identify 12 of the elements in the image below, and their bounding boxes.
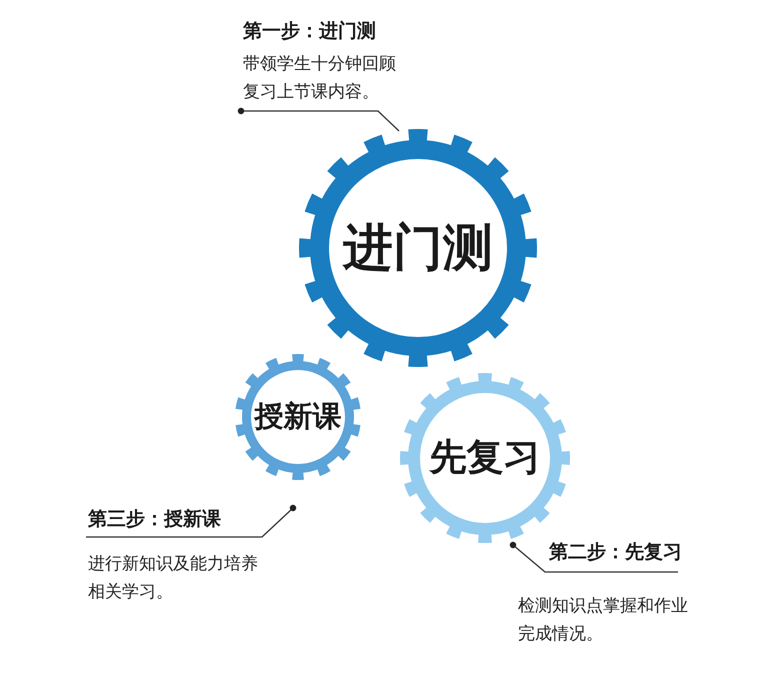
gear-label: 授新课 xyxy=(252,401,342,433)
step-heading: 第三步：授新课 xyxy=(88,508,221,531)
step-heading: 第二步：先复习 xyxy=(549,541,682,564)
leader-line xyxy=(510,542,678,573)
leader-line xyxy=(86,504,296,538)
step-description: 带领学生十分钟回顾复习上节课内容。 xyxy=(243,53,397,104)
gear-label: 先复习 xyxy=(428,438,542,478)
step-heading: 第一步：进门测 xyxy=(243,20,376,43)
gear-label: 进门测 xyxy=(341,220,494,276)
leader-line xyxy=(238,108,400,132)
step-description: 进行新知识及能力培养相关学习。 xyxy=(88,553,259,604)
step-description: 检测知识点掌握和作业完成情况。 xyxy=(518,595,689,646)
